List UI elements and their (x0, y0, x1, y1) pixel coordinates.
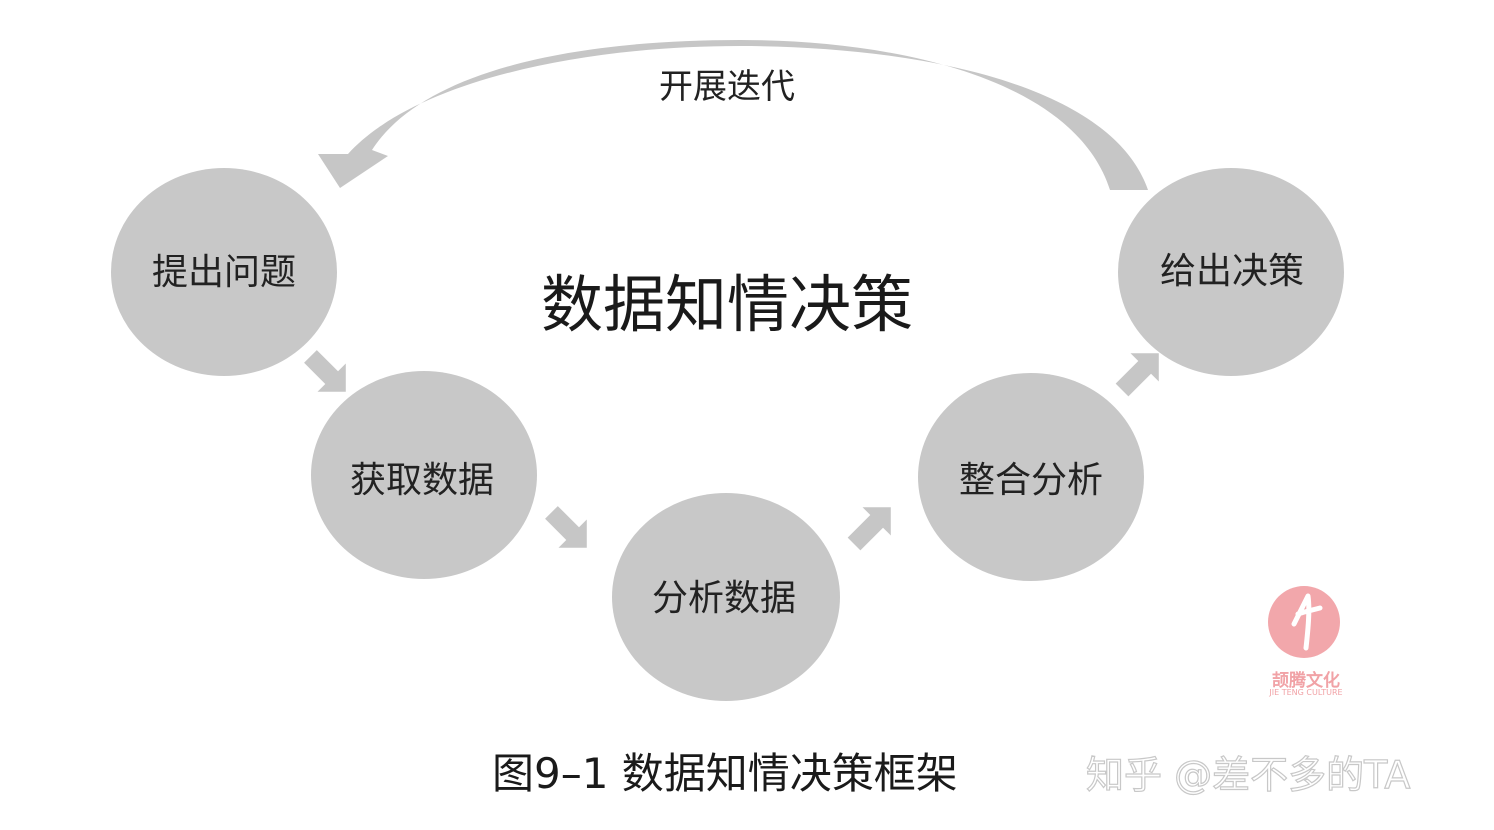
node-decide-circle (1118, 168, 1344, 376)
logo-brush-icon (1291, 593, 1323, 651)
logo-subtitle: JIE TENG CULTURE (1269, 688, 1343, 697)
source-watermark: 知乎 @差不多的TA (1085, 752, 1411, 797)
arrow-ask-to-acquire (304, 350, 346, 392)
arrow-integrate-to-decide (1115, 353, 1159, 397)
node-acquire-label: 获取数据 (350, 460, 494, 501)
node-integrate-label: 整合分析 (959, 460, 1103, 501)
node-ask-circle (111, 168, 337, 376)
node-analyze-circle (612, 493, 840, 701)
node-acquire-circle (311, 371, 537, 579)
node-analyze-label: 分析数据 (652, 578, 796, 619)
iteration-label: 开展迭代 (659, 67, 795, 107)
node-ask-label: 提出问题 (152, 252, 296, 293)
arrow-acquire-to-analyze (545, 506, 587, 548)
publisher-logo: 颉腾文化 JIE TENG CULTURE (1258, 586, 1354, 706)
node-decide-label: 给出决策 (1160, 251, 1304, 292)
logo-name: 颉腾文化 (1272, 671, 1340, 691)
node-integrate-circle (918, 373, 1144, 581)
iteration-loop-arrow (318, 40, 1148, 190)
figure-caption: 图9–1 数据知情决策框架 (492, 749, 958, 798)
arrow-analyze-to-integrate (847, 507, 891, 551)
diagram-center-title: 数据知情决策 (541, 268, 913, 341)
